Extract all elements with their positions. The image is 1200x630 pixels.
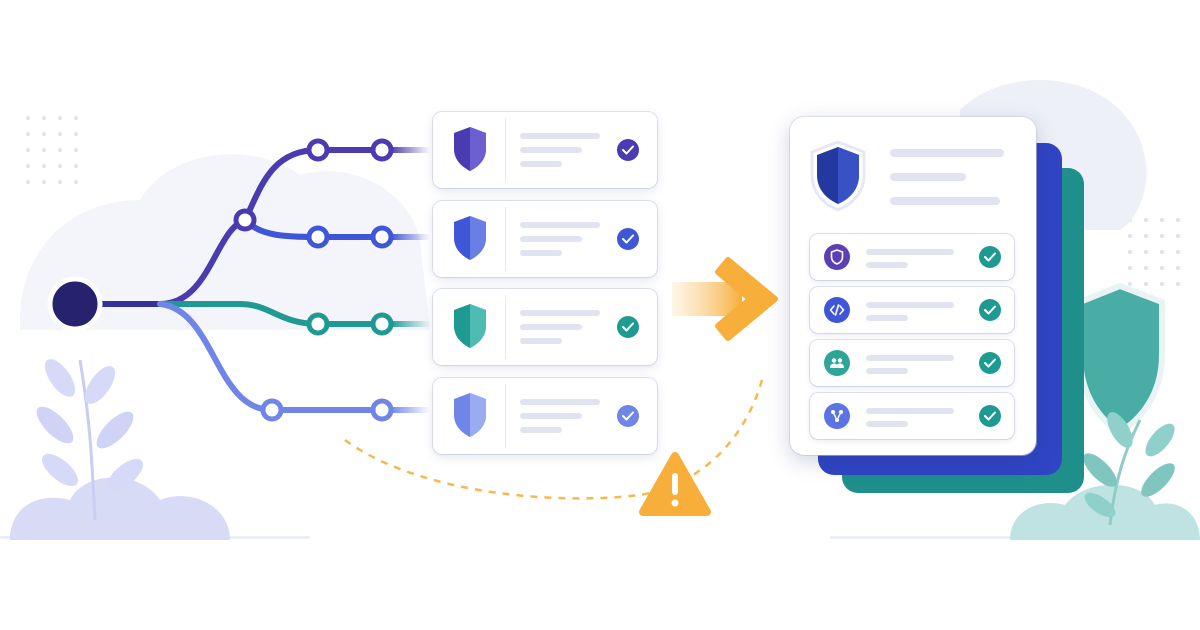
- branch-path-4: [157, 301, 385, 413]
- policy-card-1: [433, 112, 657, 188]
- branch-node: [370, 398, 394, 422]
- plant-right: [1083, 412, 1175, 526]
- branch-node: [306, 312, 330, 336]
- shield-icon: [810, 140, 866, 212]
- check-icon: [979, 299, 1001, 321]
- document-row-2: [810, 287, 1014, 333]
- check-icon: [979, 246, 1001, 268]
- code-icon: [824, 297, 850, 323]
- check-icon: [979, 352, 1001, 374]
- check-icon: [617, 316, 639, 338]
- check-icon: [617, 139, 639, 161]
- document-row-1: [810, 234, 1014, 280]
- branch-node: [260, 398, 284, 422]
- branch-node: [306, 225, 330, 249]
- policy-card-2: [433, 201, 657, 277]
- shield-icon: [454, 304, 486, 348]
- branch-node: [370, 312, 394, 336]
- check-icon: [617, 228, 639, 250]
- document-row-3: [810, 340, 1014, 386]
- share-nodes-icon: [824, 403, 850, 429]
- shield-icon: [454, 127, 486, 171]
- plant-left: [36, 359, 144, 521]
- source-node-icon: [47, 276, 103, 332]
- shield-icon: [454, 216, 486, 260]
- document-row-4: [810, 393, 1014, 439]
- arrow-right-icon: [672, 257, 778, 341]
- users-icon: [824, 350, 850, 376]
- dot-grid-right: [1128, 218, 1180, 286]
- branch-node: [370, 138, 394, 162]
- policy-card-4: [433, 378, 657, 454]
- warning-icon: [639, 452, 711, 516]
- policy-card-3: [433, 289, 657, 365]
- check-icon: [617, 405, 639, 427]
- branch-node: [233, 208, 257, 232]
- shield-icon: [454, 393, 486, 437]
- document-main: [790, 117, 1036, 455]
- dot-grid-left: [26, 116, 78, 184]
- branch-node: [370, 225, 394, 249]
- branch-path-1: [157, 147, 385, 307]
- check-icon: [979, 405, 1001, 427]
- shield-icon: [824, 244, 850, 270]
- branch-node: [306, 138, 330, 162]
